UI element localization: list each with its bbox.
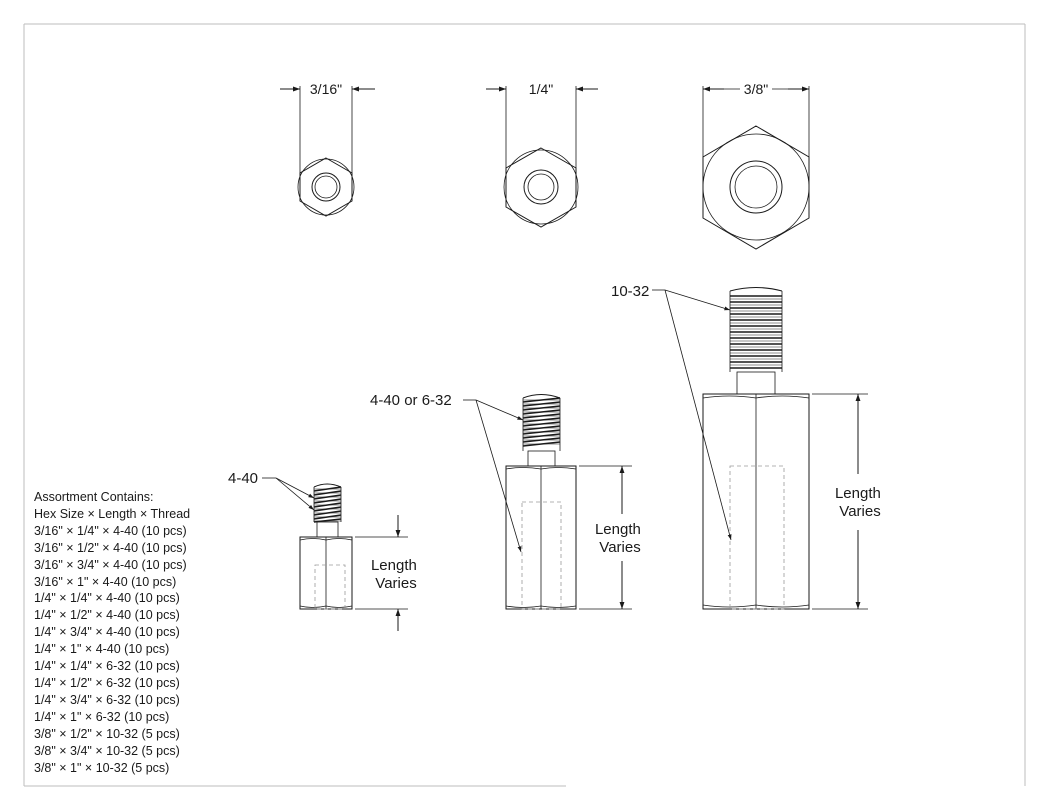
assortment-header: Hex Size × Length × Thread — [34, 506, 191, 521]
length-label-medium-line2: Varies — [599, 539, 640, 556]
length-label-large: Length Varies — [835, 485, 885, 520]
assortment-item: 3/16" × 1/4" × 4-40 (10 pcs) — [34, 523, 187, 538]
length-label-small: Length Varies — [371, 557, 421, 592]
assortment-item: 3/16" × 3/4" × 4-40 (10 pcs) — [34, 557, 187, 572]
assortment-item: 1/4" × 1/4" × 4-40 (10 pcs) — [34, 591, 180, 606]
assortment-item: 1/4" × 1/2" × 6-32 (10 pcs) — [34, 675, 180, 690]
standoff-medium-thread — [522, 394, 561, 467]
assortment-item: 1/4" × 3/4" × 6-32 (10 pcs) — [34, 692, 180, 707]
hex-dim-label-3-8: 3/8" — [744, 81, 768, 97]
assortment-item: 3/8" × 1/2" × 10-32 (5 pcs) — [34, 726, 180, 741]
assortment-item: 1/4" × 1" × 4-40 (10 pcs) — [34, 642, 170, 657]
assortment-item: 3/16" × 1" × 4-40 (10 pcs) — [34, 574, 177, 589]
hex-view-3-8 — [702, 86, 810, 250]
length-label-large-line1: Length — [835, 485, 881, 502]
assortment-item: 3/8" × 3/4" × 10-32 (5 pcs) — [34, 743, 180, 758]
hex-dim-label-3-16: 3/16" — [310, 81, 342, 97]
standoff-medium — [463, 394, 632, 610]
assortment-item: 1/4" × 1/4" × 6-32 (10 pcs) — [34, 659, 180, 674]
thread-label-small: 4-40 — [228, 470, 258, 487]
assortment-title: Assortment Contains: — [34, 490, 154, 504]
thread-label-medium: 4-40 or 6-32 — [370, 392, 452, 409]
assortment-item: 1/4" × 1/2" × 4-40 (10 pcs) — [34, 608, 180, 623]
assortment-list: Assortment Contains: Hex Size × Length ×… — [34, 489, 190, 776]
assortment-item: 1/4" × 3/4" × 4-40 (10 pcs) — [34, 625, 180, 640]
length-label-small-line2: Varies — [375, 575, 416, 592]
hex-dim-label-1-4: 1/4" — [529, 81, 553, 97]
standoff-small — [262, 477, 408, 631]
assortment-item: 3/16" × 1/2" × 4-40 (10 pcs) — [34, 540, 187, 555]
thread-label-large: 10-32 — [611, 283, 649, 300]
hex-view-1-4 — [486, 86, 598, 228]
assortment-item: 3/8" × 1" × 10-32 (5 pcs) — [34, 760, 170, 775]
standoff-large — [652, 287, 868, 610]
length-label-medium: Length Varies — [595, 521, 645, 556]
hex-view-3-16 — [280, 86, 375, 217]
length-label-medium-line1: Length — [595, 521, 641, 538]
standoff-large-thread — [729, 287, 783, 395]
drawing-border — [23, 23, 1026, 787]
assortment-item: 1/4" × 1" × 6-32 (10 pcs) — [34, 709, 170, 724]
standoff-small-thread — [313, 483, 342, 538]
length-label-small-line1: Length — [371, 557, 417, 574]
length-label-large-line2: Varies — [839, 503, 880, 520]
